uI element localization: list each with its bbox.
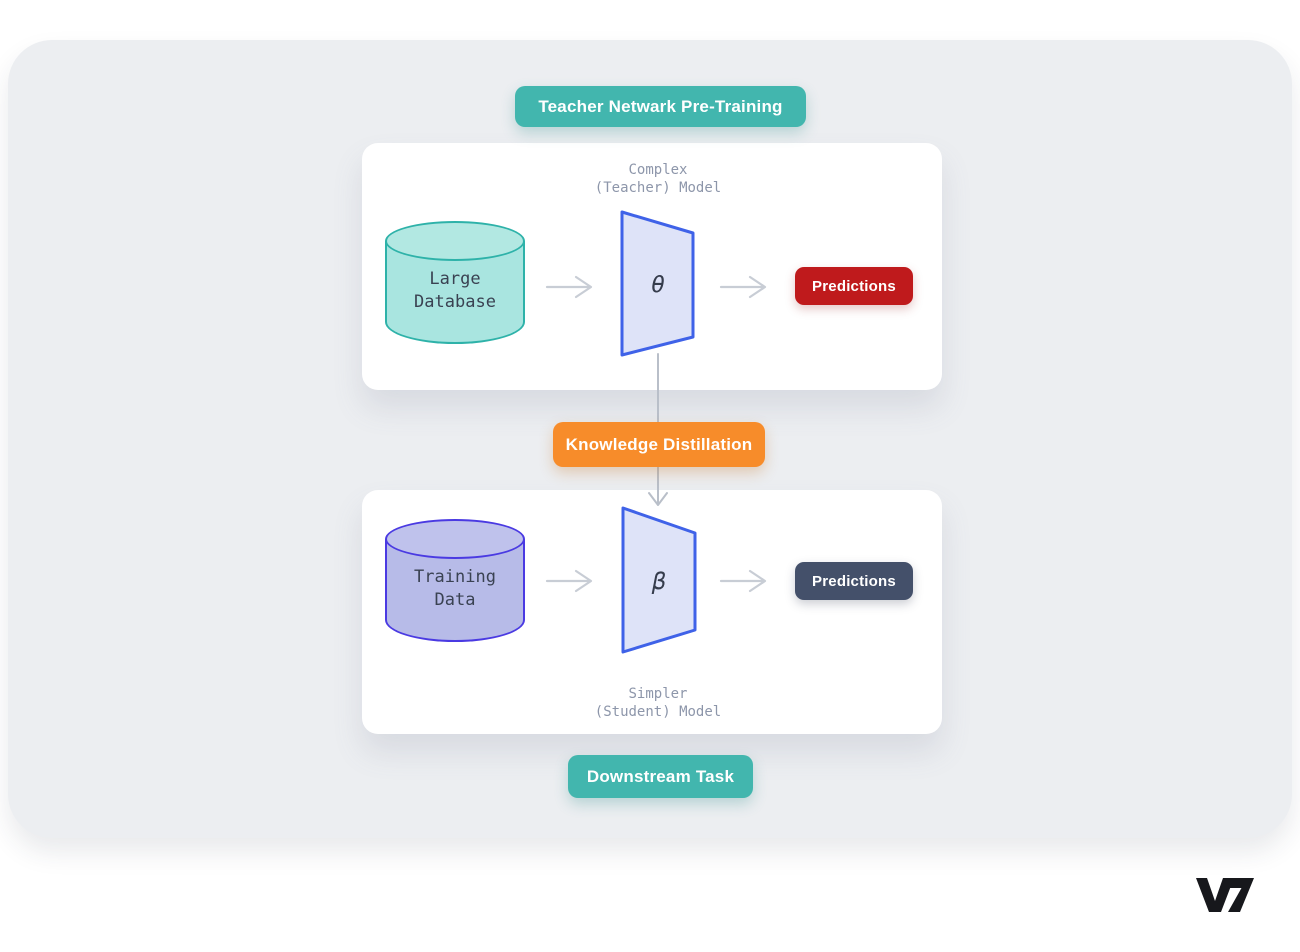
arrow-right-icon — [545, 275, 593, 299]
student-model-label: Simpler (Student) Model — [594, 686, 722, 720]
training-data-cylinder: Training Data — [385, 519, 525, 643]
student-predictions-badge: Predictions — [795, 562, 913, 600]
v7-logo — [1196, 878, 1254, 912]
cylinder-top — [385, 221, 525, 261]
arrow-right-icon — [719, 569, 767, 593]
arrow-right-icon — [545, 569, 593, 593]
arrow-right-icon — [719, 275, 767, 299]
large-database-cylinder: Large Database — [385, 221, 525, 345]
beta-symbol: β — [651, 569, 666, 595]
teacher-model-trapezoid: θ — [620, 210, 695, 357]
cylinder-top — [385, 519, 525, 559]
theta-symbol: θ — [651, 272, 665, 298]
large-database-label: Large Database — [414, 269, 496, 312]
teacher-model-label: Complex (Teacher) Model — [594, 162, 722, 196]
knowledge-distillation-badge: Knowledge Distillation — [553, 422, 765, 467]
teacher-predictions-badge: Predictions — [795, 267, 913, 305]
student-model-trapezoid: β — [621, 506, 697, 654]
downstream-task-badge: Downstream Task — [568, 755, 753, 798]
training-data-label: Training Data — [414, 567, 496, 610]
teacher-pretraining-badge: Teacher Netwark Pre-Training — [515, 86, 806, 127]
